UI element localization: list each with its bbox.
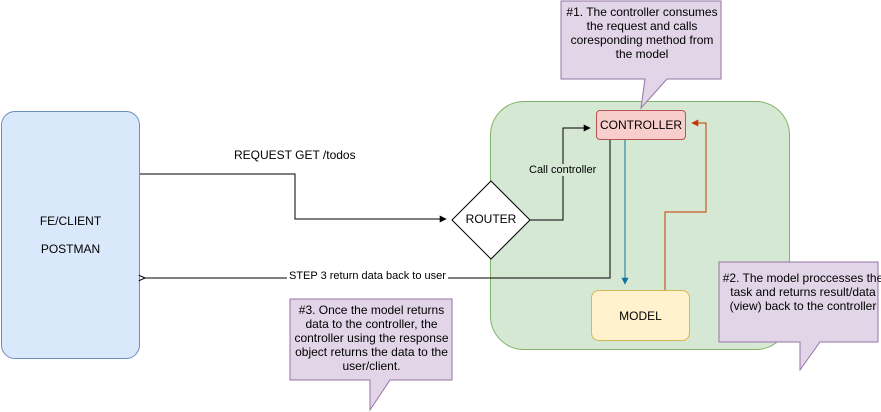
note2-text: #2. The model proccesses the task and re… [722,271,881,313]
note3-callout-shape [289,298,453,412]
note3-text: #3. Once the model returns data to the c… [294,303,449,373]
model-label: MODEL [619,308,662,323]
router-diamond [451,180,531,260]
request-label: REQUEST GET /todos [234,148,356,162]
client-label: FE/CLIENT [39,214,102,228]
step3-label: STEP 3 return data back to user [287,270,448,282]
call-controller-label: Call controller [528,164,598,176]
note2-callout-shape [718,261,879,372]
controller-label: CONTROLLER [599,118,682,132]
postman-label: POSTMAN [40,242,101,256]
client-box: FE/CLIENT POSTMAN [1,111,140,359]
model-box: MODEL [591,290,690,341]
router-label: ROUTER [465,212,517,226]
note1-text: #1. The controller consumes the request … [566,5,718,61]
note1-callout-shape [560,0,722,110]
request-arrow [140,173,447,223]
model-to-controller-arrow [664,119,707,290]
controller-box: CONTROLLER [596,110,686,140]
step3-return-arrow [145,140,611,278]
